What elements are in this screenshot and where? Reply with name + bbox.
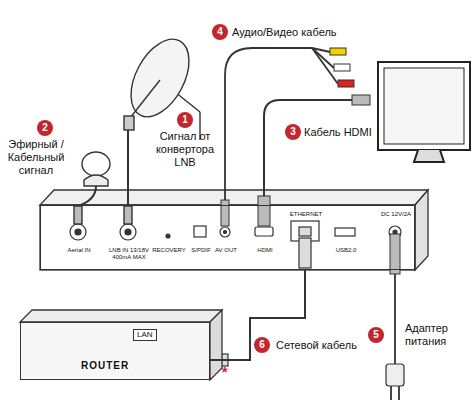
caption-text: Эфирный / Кабельный сигнал: [0, 138, 72, 177]
caption-text: Аудио/Видео кабель: [232, 26, 337, 39]
tv: [378, 62, 470, 162]
power-adapter: [386, 234, 404, 400]
port-label: LNB IN 13/18V 400mA MAX: [107, 247, 151, 261]
callout-number: 2: [37, 120, 53, 136]
port-label: USB2.0: [336, 247, 357, 254]
hdmi-cable: [258, 95, 370, 226]
port-label: Aerial IN: [64, 247, 94, 254]
callout-number: 3: [285, 124, 301, 140]
callout-number: 5: [368, 327, 384, 343]
port-label: DC 12V/2A: [381, 211, 411, 218]
caption-text: Адаптер питания: [405, 322, 467, 348]
port-label: S/PDIF: [191, 247, 210, 254]
caption-text: Кабель HDMI: [304, 126, 372, 139]
receiver-body: [40, 190, 428, 270]
router-box: LAN ROUTER: [20, 322, 210, 380]
ports: [70, 221, 401, 241]
port-label: AV OUT: [215, 247, 237, 254]
device-name: ROUTER: [81, 359, 129, 372]
caption-text: Сетевой кабель: [276, 339, 357, 352]
satellite-dish: [119, 30, 201, 224]
port-label: ETHERNET: [290, 211, 322, 218]
footnote-mark: *: [222, 366, 227, 379]
callout-number: 4: [212, 24, 228, 40]
port-label: RECOVERY: [152, 247, 186, 254]
receiver-panel: Aerial IN LNB IN 13/18V 400mA MAXRECOVERY…: [40, 205, 415, 270]
router-body: [20, 310, 222, 380]
port-tag: LAN: [133, 329, 157, 341]
antenna: [74, 152, 110, 224]
port-label: HDMI: [257, 247, 272, 254]
callout-number: 1: [177, 112, 193, 128]
callout-number: 6: [254, 337, 270, 353]
caption-text: Сигнал от конвертора LNB: [150, 130, 220, 169]
